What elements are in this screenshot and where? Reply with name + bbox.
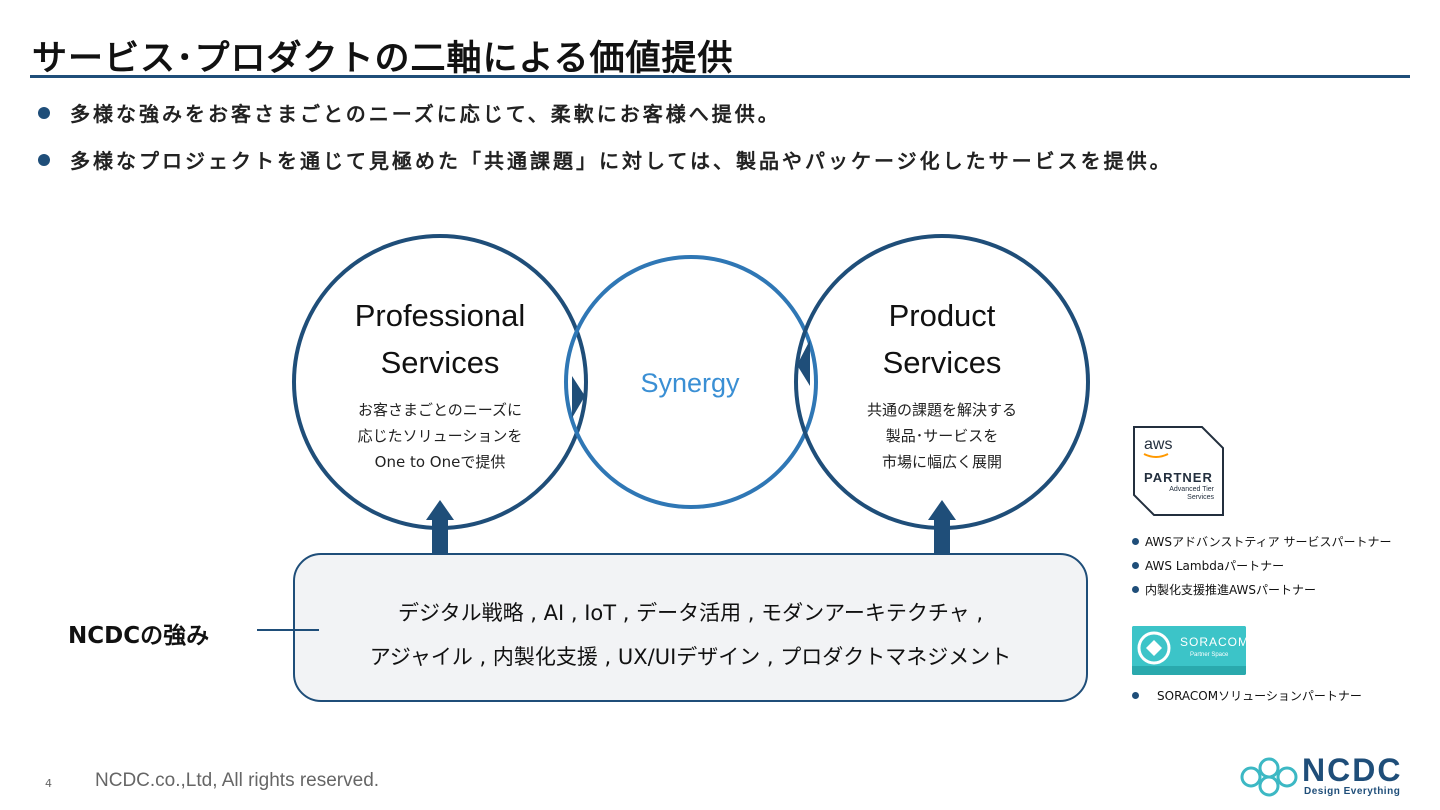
aws-smile-icon: [1143, 453, 1169, 458]
bullet-dot: [38, 107, 50, 119]
ncdc-logo-tagline: Design Everything: [1304, 786, 1401, 797]
title-line: Professional: [354, 298, 526, 333]
soracom-logo-mark-icon: [1146, 640, 1162, 656]
strengths-line: アジャイル , 内製化支援 , UX/UIデザイン , プロダクトマネジメント: [369, 645, 1012, 669]
title-line: Services: [380, 345, 500, 380]
soracom-partner-badge: SORACOM Partner Space: [1132, 626, 1246, 675]
ncdc-logo-mark-icon: [1240, 757, 1298, 797]
title-line: Services: [882, 345, 1002, 380]
ncdc-logo-text: NCDC: [1302, 752, 1403, 788]
product-services-title: Product Services: [792, 292, 1092, 386]
bullet-item: 多様な強みをお客さまごとのニーズに応じて、柔軟にお客様へ提供。: [38, 98, 781, 127]
desc-line: 市場に幅広く展開: [881, 453, 1002, 471]
strengths-label: NCDCの強み: [68, 623, 210, 649]
synergy-label: Synergy: [640, 368, 740, 398]
soracom-badge-text: SORACOM: [1180, 635, 1246, 649]
page-title: サービス･プロダクトの二軸による価値提供: [32, 39, 734, 79]
synergy-circle: [564, 255, 818, 509]
partner-item-text: 内製化支援推進AWSパートナー: [1145, 583, 1317, 597]
bullet-dot: [1132, 692, 1139, 699]
partner-item: AWS Lambdaパートナー: [1132, 554, 1392, 578]
partner-item-text: SORACOMソリューションパートナー: [1157, 689, 1362, 703]
partner-item: 内製化支援推進AWSパートナー: [1132, 578, 1392, 602]
copyright-text: NCDC.co.,Ltd, All rights reserved.: [95, 770, 380, 791]
soracom-badge-sub-text: Partner Space: [1190, 652, 1229, 658]
desc-line: 共通の課題を解決する: [866, 401, 1017, 419]
desc-line: お客さまごとのニーズに: [357, 401, 523, 419]
strengths-box: [293, 553, 1088, 702]
bullet-dot: [1132, 562, 1139, 569]
title-underline: [30, 75, 1410, 78]
bullet-item: 多様なプロジェクトを通じて見極めた「共通課題」に対しては、製品やパッケージ化した…: [38, 145, 1173, 174]
bullet-dot: [38, 154, 50, 166]
title-line: Product: [888, 298, 996, 333]
partner-item-text: AWS Lambdaパートナー: [1145, 559, 1285, 573]
page-number: 4: [45, 777, 52, 790]
professional-services-desc: お客さまごとのニーズに 応じたソリューションを One to Oneで提供: [290, 397, 590, 475]
aws-badge-logo-text: aws: [1144, 436, 1172, 453]
desc-line: One to Oneで提供: [374, 453, 506, 471]
professional-services-title: Professional Services: [290, 292, 590, 386]
bullet-text: 多様な強みをお客さまごとのニーズに応じて、柔軟にお客様へ提供。: [70, 102, 781, 126]
aws-badge-partner-text: PARTNER: [1144, 470, 1213, 485]
partner-item-text: AWSアドバンストティア サービスパートナー: [1145, 535, 1392, 549]
soracom-partner-item: SORACOMソリューションパートナー: [1132, 687, 1362, 704]
product-services-desc: 共通の課題を解決する 製品･サービスを 市場に幅広く展開: [792, 397, 1092, 475]
bullet-dot: [1132, 538, 1139, 545]
soracom-logo-icon: [1137, 631, 1171, 665]
bullet-dot: [1132, 586, 1139, 593]
aws-badge-tier-text: Advanced Tier: [1169, 486, 1214, 493]
partner-list: AWSアドバンストティア サービスパートナー AWS Lambdaパートナー 内…: [1132, 530, 1392, 602]
desc-line: 製品･サービスを: [885, 427, 999, 445]
aws-partner-badge: aws PARTNER Advanced Tier Services: [1133, 426, 1224, 516]
strengths-line: デジタル戦略 , AI , IoT , データ活用 , モダンアーキテクチャ ,: [398, 601, 983, 625]
strengths-connector-line: [257, 629, 319, 631]
desc-line: 応じたソリューションを: [357, 427, 523, 445]
aws-badge-services-text: Services: [1187, 494, 1214, 501]
cycle-arrowhead-right: [797, 340, 810, 386]
bullet-text: 多様なプロジェクトを通じて見極めた「共通課題」に対しては、製品やパッケージ化した…: [70, 149, 1173, 173]
partner-item: AWSアドバンストティア サービスパートナー: [1132, 530, 1392, 554]
cycle-arrowhead-left: [572, 376, 585, 418]
